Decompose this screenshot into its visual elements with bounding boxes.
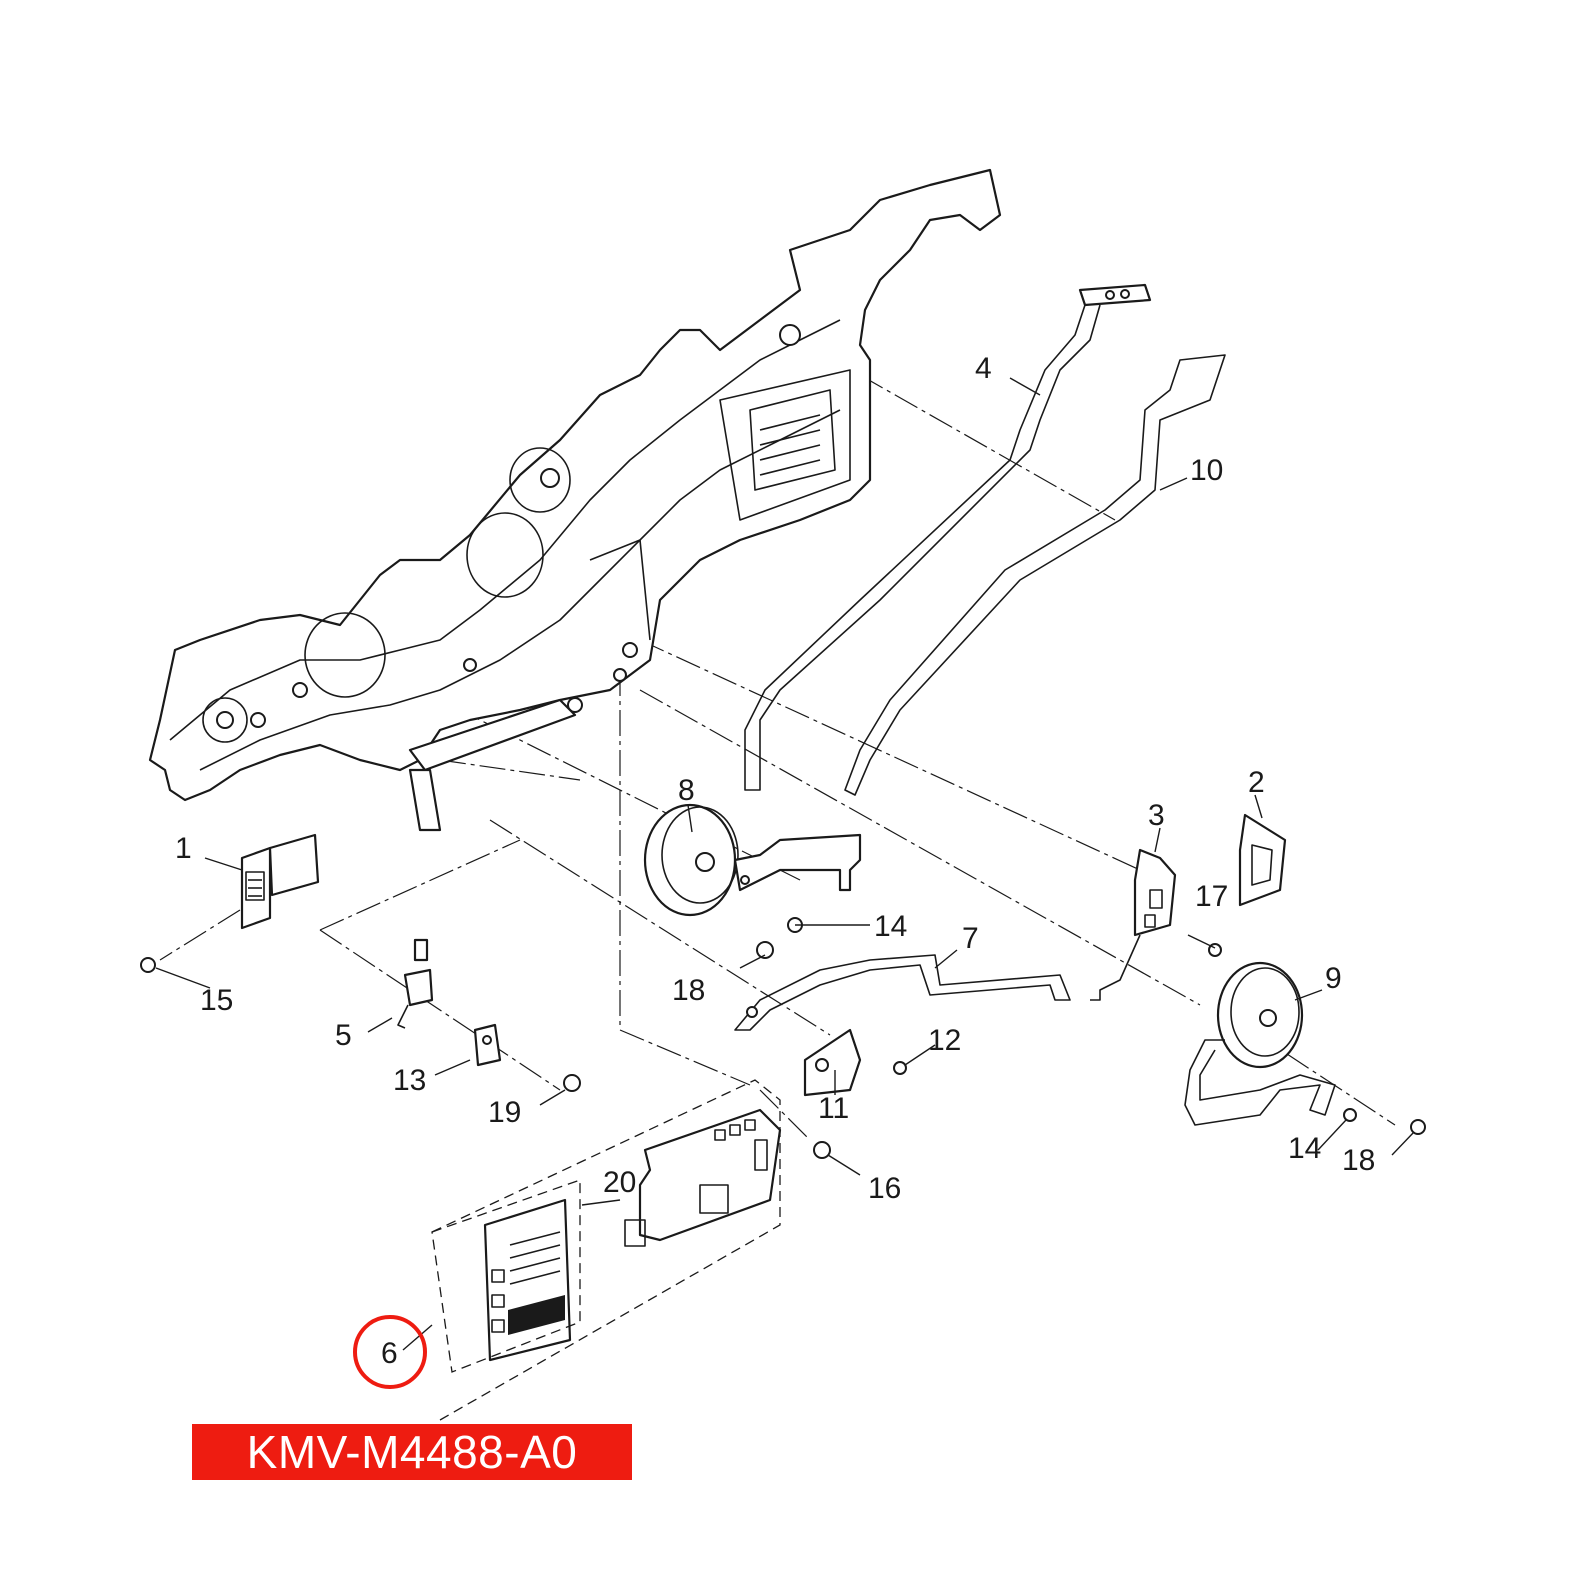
callout-11: 11 <box>818 1092 849 1125</box>
callout-4: 4 <box>975 352 992 385</box>
callout-1: 1 <box>175 832 192 865</box>
callout-18-lower: 18 <box>1342 1144 1375 1177</box>
dashed-box-label <box>431 1179 581 1373</box>
cover-11 <box>803 1028 862 1097</box>
sensor-bracket-3 <box>1090 848 1177 1001</box>
callout-10: 10 <box>1190 454 1223 487</box>
cable-7 <box>734 954 1071 1031</box>
callout-8: 8 <box>678 774 695 807</box>
pcb-20 <box>624 1108 782 1247</box>
motor-8 <box>643 803 862 917</box>
label-plate-6 <box>483 1198 572 1362</box>
switch-5 <box>397 938 434 1029</box>
callout-17: 17 <box>1195 880 1228 913</box>
callout-12: 12 <box>928 1024 961 1057</box>
feeder-frame <box>148 168 1002 832</box>
callout-19: 19 <box>488 1096 521 1129</box>
flat-cable-10 <box>844 354 1226 796</box>
callout-14-upper: 14 <box>874 910 907 943</box>
dashed-box-pcb <box>431 1079 781 1421</box>
callout-2: 2 <box>1248 766 1265 799</box>
callout-7: 7 <box>962 922 979 955</box>
callout-14-lower: 14 <box>1288 1132 1321 1165</box>
block-13 <box>473 1023 502 1067</box>
callout-13: 13 <box>393 1064 426 1097</box>
callout-9: 9 <box>1325 962 1342 995</box>
callout-leaders <box>155 377 1415 1351</box>
highlight-circle <box>353 1315 427 1389</box>
callout-18-upper: 18 <box>672 974 705 1007</box>
callout-20: 20 <box>603 1166 636 1199</box>
callout-labels: 1 2 3 4 5 6 7 8 9 10 11 12 13 14 14 15 1… <box>175 352 1375 1370</box>
flat-cable-4 <box>744 283 1152 791</box>
callout-6: 6 <box>381 1337 398 1370</box>
motor-9 <box>1184 961 1336 1126</box>
connector-1 <box>240 833 320 930</box>
callout-15: 15 <box>200 984 233 1017</box>
bracket-2 <box>1238 813 1287 907</box>
callout-16: 16 <box>868 1172 901 1205</box>
callout-5: 5 <box>335 1019 352 1052</box>
callout-3: 3 <box>1148 799 1165 832</box>
screws <box>140 917 1426 1159</box>
part-code-badge: KMV-M4488-A0 <box>192 1424 632 1480</box>
